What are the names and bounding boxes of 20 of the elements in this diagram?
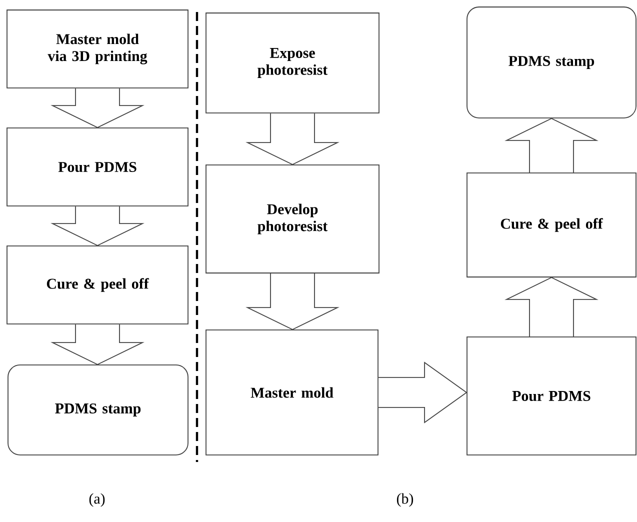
- block-arrow: [378, 362, 468, 424]
- panel-label: (b): [396, 493, 414, 507]
- block-arrow: [246, 273, 340, 330]
- process-box: Pour PDMS: [466, 336, 636, 456]
- process-box: Expose photoresist: [206, 12, 380, 114]
- block-arrow: [50, 206, 144, 246]
- process-box: Cure & peel off: [6, 246, 188, 324]
- process-box: Develop photoresist: [206, 164, 380, 274]
- block-arrow: [504, 276, 598, 337]
- process-box: Pour PDMS: [6, 128, 188, 206]
- block-arrow: [50, 88, 144, 128]
- process-box: Master mold: [206, 330, 378, 456]
- block-arrow: [504, 118, 598, 173]
- block-arrow: [246, 113, 340, 166]
- process-box: Cure & peel off: [466, 172, 636, 278]
- rounded-box: PDMS stamp: [466, 6, 636, 118]
- block-arrow: [50, 324, 144, 366]
- rounded-box: PDMS stamp: [8, 364, 188, 456]
- panel-label: (a): [89, 493, 105, 507]
- process-box: Master mold via 3D printing: [6, 10, 188, 88]
